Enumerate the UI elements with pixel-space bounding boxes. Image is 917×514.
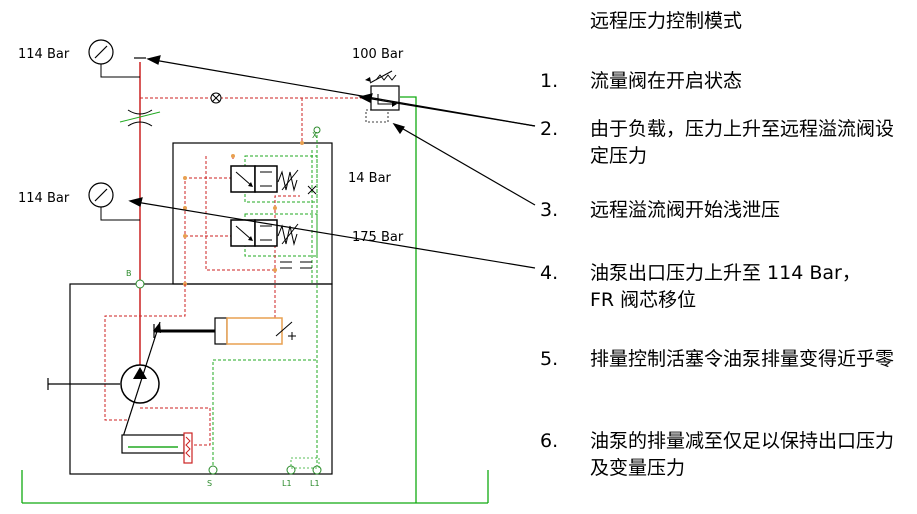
step-text: 排量控制活塞令油泵排量变得近乎零 [590, 348, 895, 370]
ports [135, 126, 322, 475]
pump-assembly [47, 284, 296, 470]
diagram-title: 远程压力控制模式 [590, 10, 743, 32]
step-text: 油泵的排量减至仅足以保持出口压力及变量压力 [590, 430, 895, 479]
step-number: 2. [540, 118, 559, 140]
step-number: 4. [540, 262, 559, 284]
step-text: 由于负载，压力上升至远程溢流阀设定压力 [590, 118, 895, 167]
step-number: 6. [540, 430, 559, 452]
port-l1a-label: L1 [282, 479, 292, 488]
bias-piston-icon [153, 317, 296, 345]
fr-valve-icon [230, 165, 299, 193]
port-b-label: B [126, 269, 132, 278]
step-number: 3. [540, 199, 559, 221]
flow-control-valve-icon [119, 109, 161, 127]
tank-line [21, 96, 489, 504]
displacement-piston-icon [121, 432, 193, 464]
control-valves [183, 130, 318, 470]
callout-3-arrow [397, 125, 536, 206]
step-text: 油泵出口压力上升至 114 Bar，FR 阀芯移位 [590, 262, 861, 311]
port-s-label: S [207, 479, 212, 488]
callout-4-arrow [135, 201, 536, 269]
orifice-icon [210, 92, 222, 104]
gauge-mid-label: 114 Bar [18, 191, 70, 206]
relief-pressure-label: 100 Bar [352, 47, 404, 62]
gauge-top-label: 114 Bar [18, 47, 70, 62]
pressure-gauge-top [88, 39, 140, 78]
callout-2b-arrow [365, 97, 536, 127]
step-number: 1. [540, 70, 559, 92]
valve-upper-pressure-label: 14 Bar [348, 171, 392, 186]
valve-lower-pressure-label: 175 Bar [352, 230, 404, 245]
port-l1b-label: L1 [310, 479, 320, 488]
pilot-line [140, 97, 365, 143]
valve-housing [172, 142, 333, 285]
callout-arrows [128, 55, 536, 269]
pc-valve-icon [230, 219, 299, 247]
pressure-gauge-mid [88, 182, 140, 221]
step-text: 流量阀在开启状态 [590, 70, 743, 92]
pump-icon [120, 321, 161, 441]
step-number: 5. [540, 348, 559, 370]
port-x-label: X [312, 131, 318, 140]
step-text: 远程溢流阀开始浅泄压 [590, 199, 781, 221]
